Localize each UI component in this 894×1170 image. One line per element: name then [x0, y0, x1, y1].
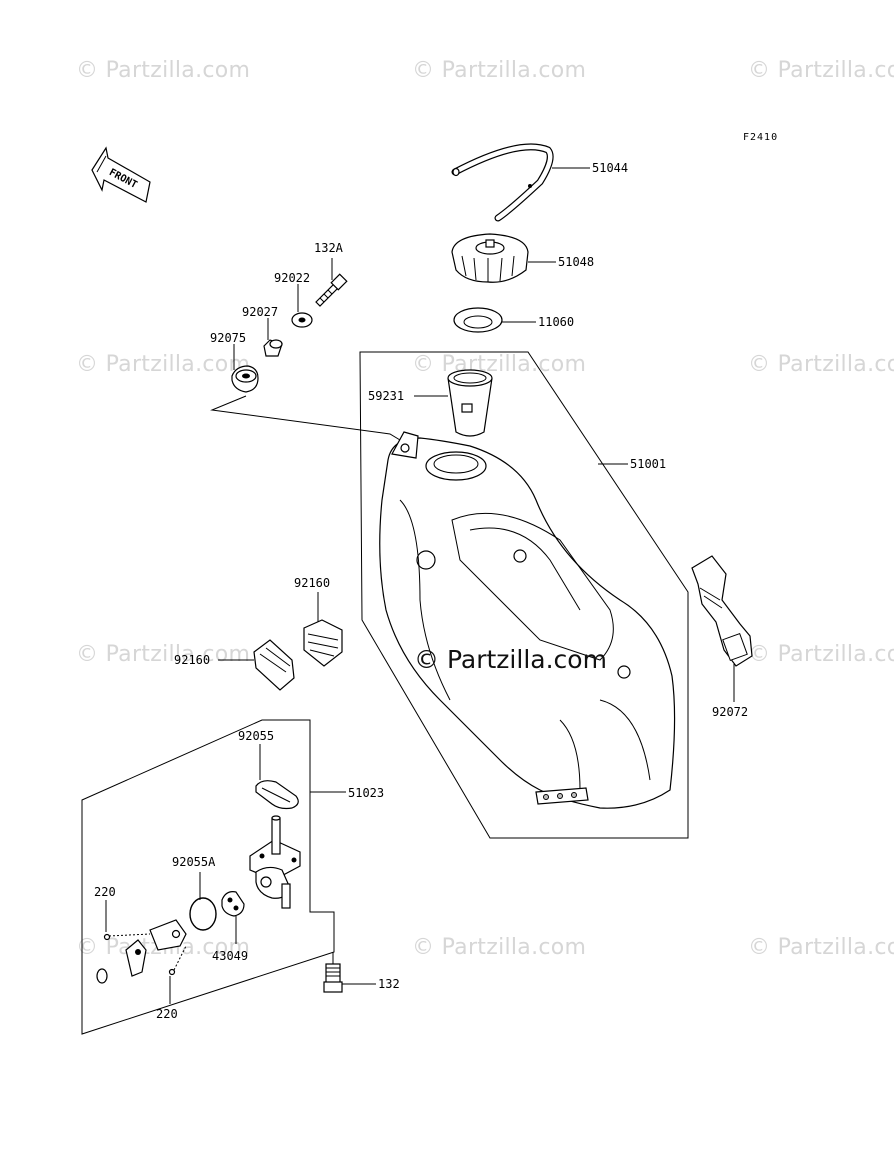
- label-92022: 92022: [274, 271, 310, 285]
- watermark: © Partzilla.com: [76, 58, 251, 83]
- grommet-92075: [231, 365, 259, 393]
- watermark: © Partzilla.com: [412, 935, 587, 960]
- label-92160-lower: 92160: [174, 653, 210, 667]
- label-132A: 132A: [314, 241, 344, 255]
- bolt-132A: [315, 273, 348, 307]
- label-51048: 51048: [558, 255, 594, 269]
- label-43049: 43049: [212, 949, 248, 963]
- gasket-43049: [221, 891, 245, 917]
- label-220-lower: 220: [156, 1007, 178, 1021]
- pad-92160-lower: [253, 639, 295, 691]
- fuel-cap-51048: [451, 233, 529, 283]
- figure-code: F2410: [743, 132, 778, 143]
- screw-220-lower: [168, 945, 187, 976]
- screw-220-upper: [103, 933, 151, 941]
- label-92075: 92075: [210, 331, 246, 345]
- label-51044: 51044: [592, 161, 628, 175]
- watermark: © Partzilla.com: [748, 935, 894, 960]
- watermark: © Partzilla.com: [748, 58, 894, 83]
- label-220-upper: 220: [94, 885, 116, 899]
- fuel-tank-51001: [379, 431, 676, 809]
- label-92072: 92072: [712, 705, 748, 719]
- label-92027: 92027: [242, 305, 278, 319]
- center-watermark: © Partzilla.com: [414, 645, 607, 674]
- oring-92055: [255, 780, 299, 810]
- valve-bracket: [125, 919, 187, 977]
- watermark: © Partzilla.com: [748, 642, 894, 667]
- collar-92027: [263, 339, 283, 357]
- label-51023: 51023: [348, 786, 384, 800]
- watermark: © Partzilla.com: [412, 58, 587, 83]
- label-59231: 59231: [368, 389, 404, 403]
- small-oring: [96, 968, 108, 984]
- oring-92055A: [189, 897, 217, 931]
- label-92055: 92055: [238, 729, 274, 743]
- hose-51044: [451, 143, 554, 222]
- bolt-132: [323, 952, 343, 993]
- pad-92160-upper: [303, 619, 343, 667]
- label-51001: 51001: [630, 457, 666, 471]
- watermark: © Partzilla.com: [76, 352, 251, 377]
- filter-59231: [447, 369, 493, 437]
- fuel-valve: [249, 815, 301, 909]
- watermark: © Partzilla.com: [412, 352, 587, 377]
- front-arrow-icon: FRONT: [91, 146, 151, 203]
- watermark: © Partzilla.com: [748, 352, 894, 377]
- washer-92022: [291, 312, 313, 328]
- gasket-11060: [453, 307, 503, 333]
- watermark: © Partzilla.com: [76, 642, 251, 667]
- label-11060: 11060: [538, 315, 574, 329]
- strap-92072: [691, 555, 753, 667]
- label-92160-upper: 92160: [294, 576, 330, 590]
- label-132: 132: [378, 977, 400, 991]
- label-92055A: 92055A: [172, 855, 216, 869]
